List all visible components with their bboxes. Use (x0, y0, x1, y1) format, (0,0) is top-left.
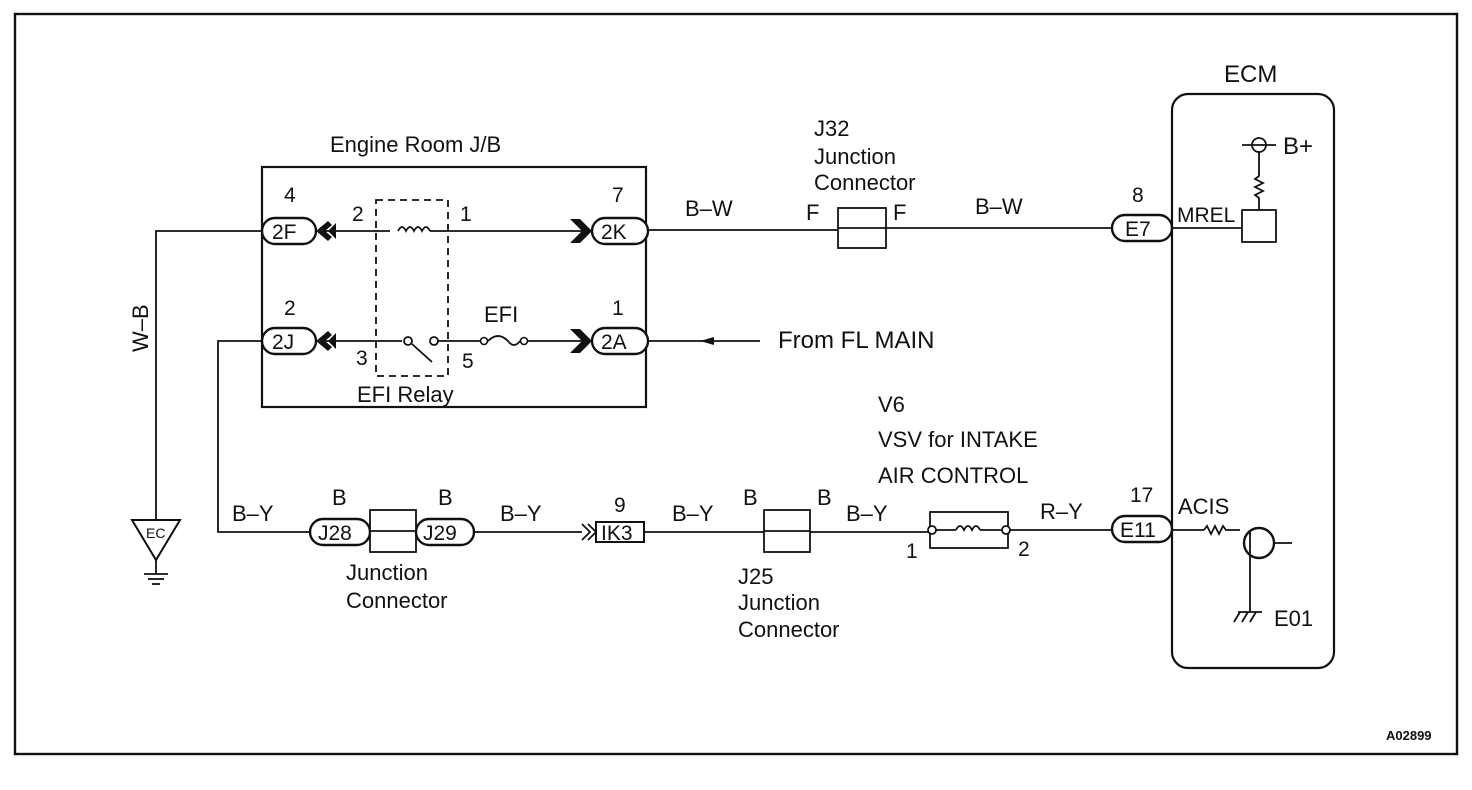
mrel-relay-box (1241, 209, 1277, 243)
wire-wb-label: W–B (128, 304, 153, 352)
wire-bw-right-label: B–W (975, 194, 1023, 219)
efi-fuse-label: EFI (484, 302, 518, 327)
connector-2k-label: 2K (601, 221, 627, 244)
j25-label-2: Junction (738, 590, 820, 615)
j32-label-2: Junction (814, 144, 896, 169)
from-fl-main-label: From FL MAIN (778, 327, 934, 354)
connector-e11-label: E11 (1120, 519, 1156, 542)
wire-by-3-label: B–Y (672, 501, 714, 526)
connector-j29-label: J29 (423, 522, 457, 545)
j25-label-1: J25 (738, 564, 773, 589)
j29-pin-b: B (438, 485, 453, 510)
relay-contact-icon (403, 336, 413, 346)
ecm-box (1170, 92, 1336, 670)
engine-room-jb-box (260, 165, 648, 409)
mrel-label: MREL (1177, 204, 1235, 227)
pin-9: 9 (614, 494, 626, 517)
efi-relay-box (375, 199, 449, 377)
resistor-icon (1252, 152, 1266, 210)
wire-by-4-label: B–Y (846, 501, 888, 526)
ground-ec-label: EC (146, 525, 165, 541)
transistor-icon (1242, 526, 1276, 560)
pin-2: 2 (284, 297, 296, 320)
arrow-icon (316, 331, 332, 351)
e01-label: E01 (1274, 606, 1313, 631)
relay-pin-3: 3 (356, 347, 368, 370)
junction-connector-label-2: Connector (346, 588, 448, 613)
j28-pin-b: B (332, 485, 347, 510)
wire-ry-label: R–Y (1040, 499, 1083, 524)
wire-by-1-label: B–Y (232, 501, 274, 526)
v6-label-3: AIR CONTROL (878, 463, 1028, 488)
pin-1: 1 (612, 297, 624, 320)
pin-7: 7 (612, 184, 624, 207)
vsv-pin-1: 1 (906, 540, 918, 563)
relay-switch-icon (411, 343, 433, 363)
relay-contact-icon (429, 336, 439, 346)
wire-bw-left-label: B–W (685, 196, 733, 221)
efi-relay-label: EFI Relay (357, 382, 454, 407)
j32-label-1: J32 (814, 116, 849, 141)
relay-pin-5: 5 (462, 350, 474, 373)
j32-label-3: Connector (814, 170, 916, 195)
connector-e7-label: E7 (1125, 218, 1151, 241)
wire-by-2-label: B–Y (500, 501, 542, 526)
pin-17: 17 (1130, 484, 1153, 507)
connector-j28-label: J28 (318, 522, 352, 545)
acis-label: ACIS (1178, 494, 1229, 519)
b-plus-label: B+ (1283, 133, 1313, 160)
v6-label-1: V6 (878, 392, 905, 417)
j32-pin-f-right: F (893, 200, 906, 225)
connector-ik3-label: IK3 (601, 522, 633, 545)
connector-2a-label: 2A (601, 331, 627, 354)
arrow-icon (570, 219, 592, 243)
pin-8: 8 (1132, 184, 1144, 207)
arrow-icon (570, 329, 592, 353)
j25-pin-b-left: B (743, 485, 758, 510)
fuse-icon (487, 335, 521, 346)
diagram-frame (13, 12, 1459, 756)
connector-2k (590, 216, 650, 246)
vsv-pin-2: 2 (1018, 538, 1030, 561)
arrow-left-icon (700, 337, 714, 345)
engine-room-jb-label: Engine Room J/B (330, 132, 501, 157)
connector-e11 (1110, 514, 1174, 544)
relay-pin-2: 2 (352, 203, 364, 226)
relay-pin-1: 1 (460, 203, 472, 226)
pin-4: 4 (284, 184, 296, 207)
junction-connector-label-1: Junction (346, 560, 428, 585)
j32-pin-f-left: F (806, 200, 819, 225)
arrow-icon (316, 221, 332, 241)
reference-code: A02899 (1386, 728, 1432, 743)
relay-coil-icon (397, 226, 431, 234)
vsv-coil-icon (955, 525, 981, 533)
j25-pin-b-right: B (817, 485, 832, 510)
ecm-label: ECM (1224, 61, 1277, 88)
ground-ec-icon (130, 519, 182, 562)
j25-label-3: Connector (738, 617, 840, 642)
connector-2f-label: 2F (272, 221, 297, 244)
v6-label-2: VSV for INTAKE (878, 427, 1038, 452)
resistor-icon (1203, 523, 1240, 537)
arrow-icon (581, 523, 592, 541)
connector-2j-label: 2J (272, 331, 294, 354)
